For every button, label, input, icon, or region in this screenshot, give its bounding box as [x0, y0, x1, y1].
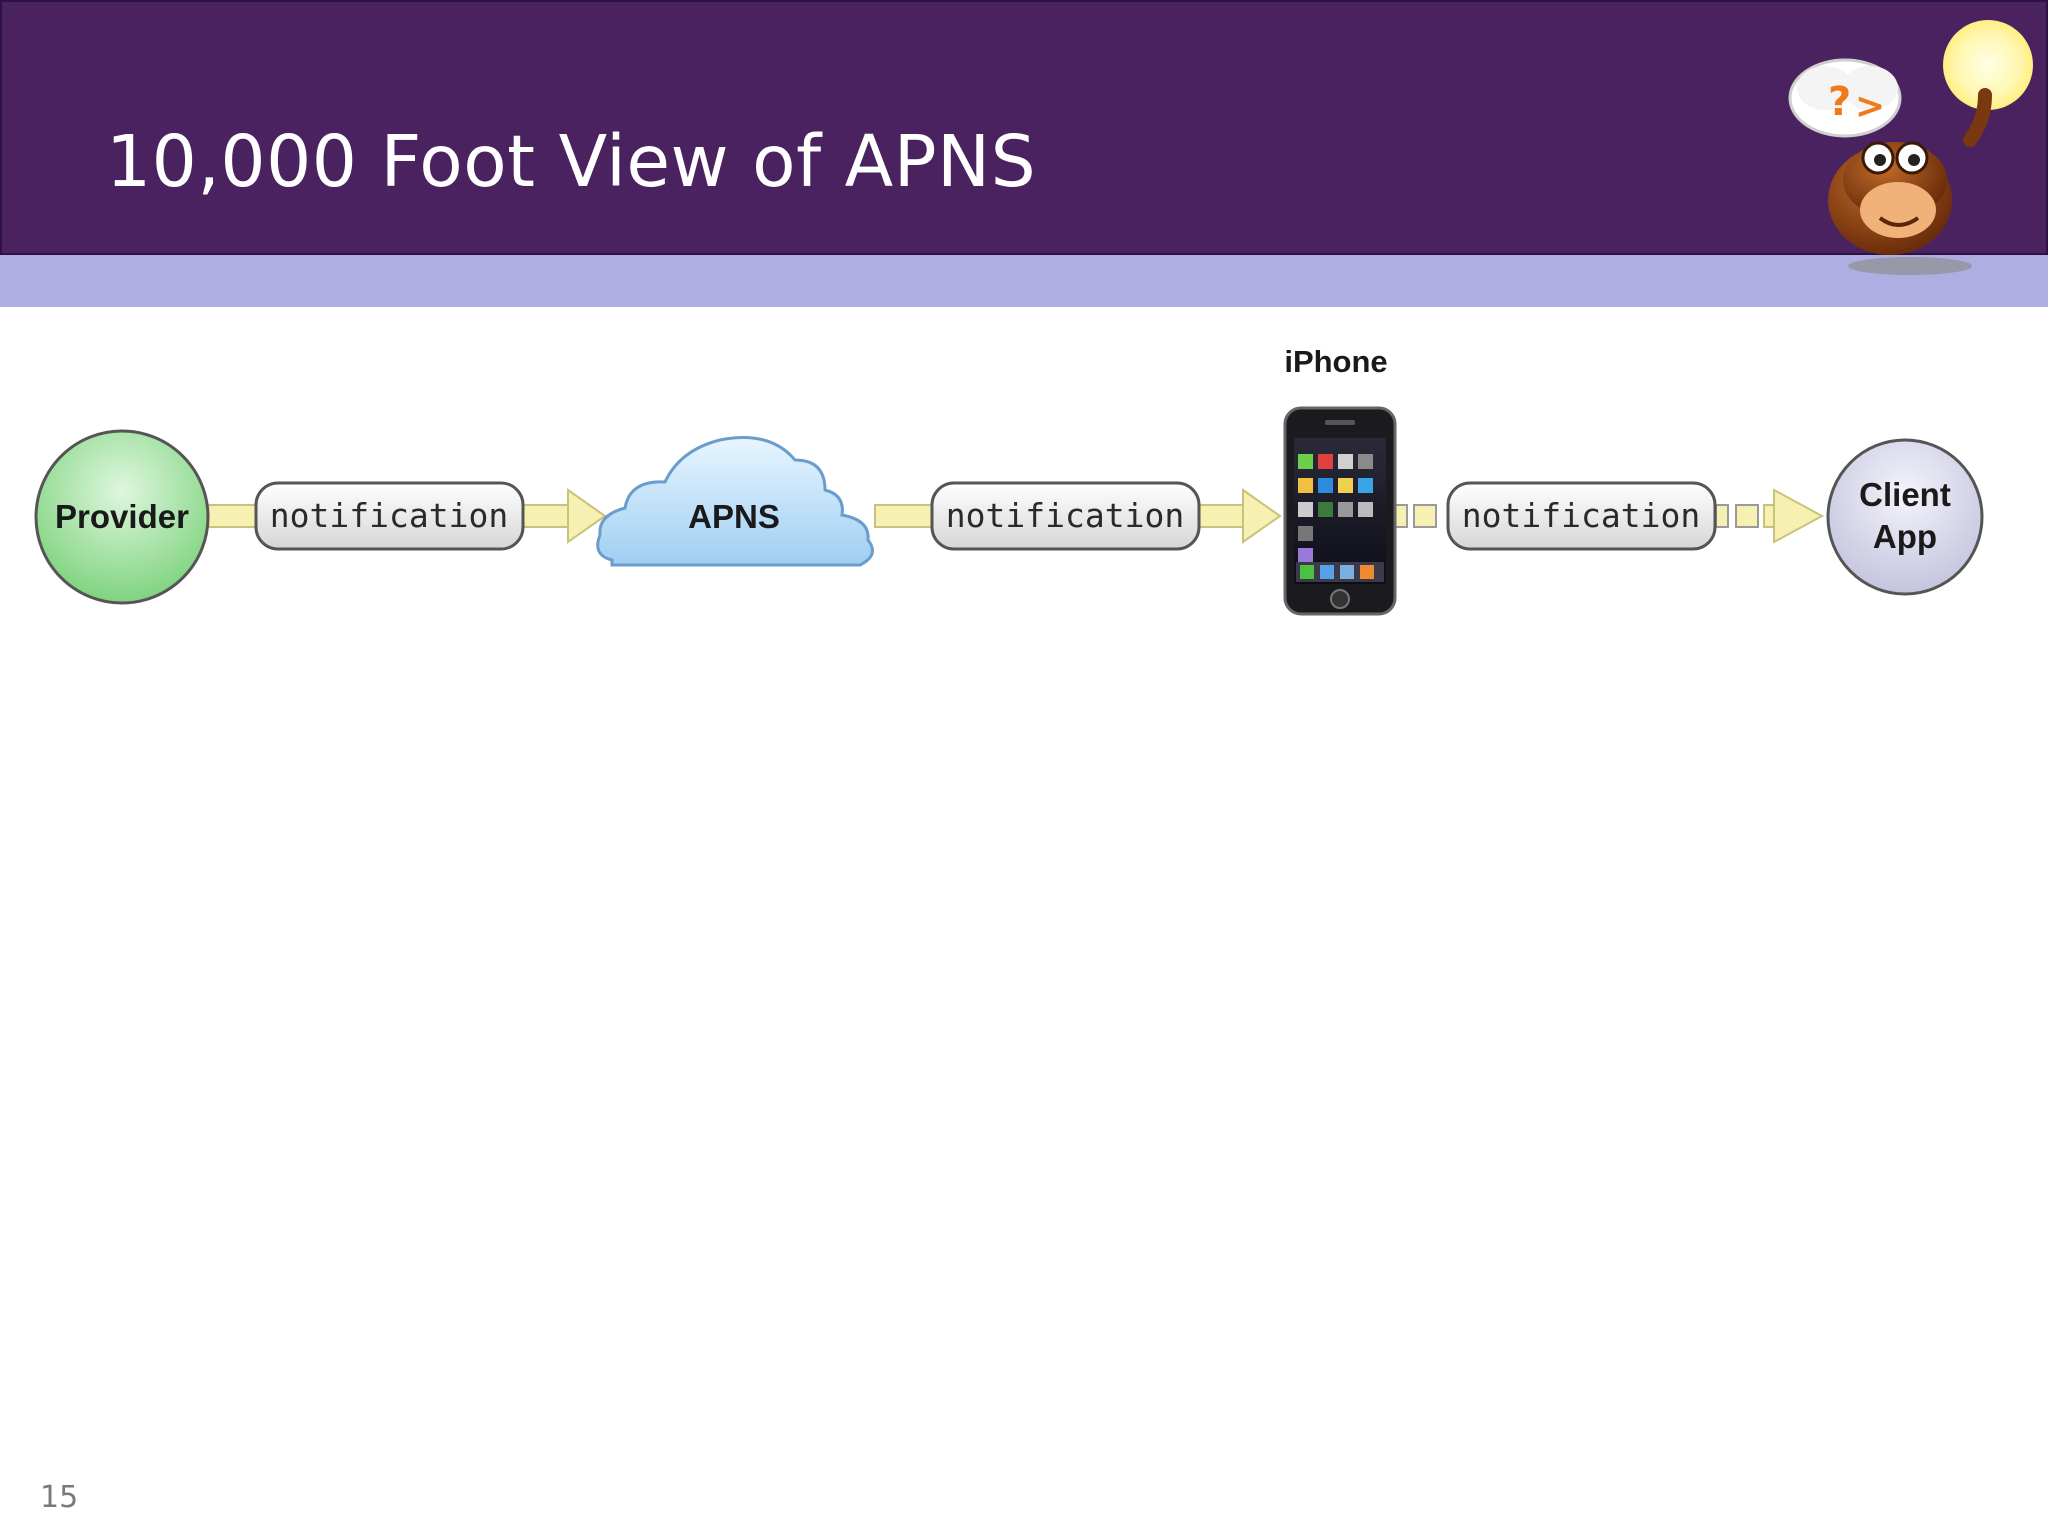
- notification-label-2: notification: [946, 496, 1184, 535]
- notification-label-3: notification: [1462, 496, 1700, 535]
- client-app-label-line1: Client: [1859, 476, 1951, 513]
- connector-apns-notification: [874, 504, 936, 528]
- iphone-node: iPhone: [1283, 344, 1397, 616]
- arrow-to-apns: [519, 488, 607, 544]
- iphone-icon: [1283, 406, 1397, 616]
- header-accent-band: [0, 255, 2048, 307]
- cloud-icon: [596, 436, 874, 567]
- notification-label-1: notification: [270, 496, 508, 535]
- arrow-to-iphone: [1194, 488, 1282, 544]
- notification-pill-1: notification: [254, 481, 525, 551]
- apns-cloud-node: APNS: [596, 436, 874, 567]
- client-app-label-line2: App: [1873, 518, 1937, 555]
- svg-text:?: ?: [1828, 79, 1851, 125]
- slide-header: 10,000 Foot View of APNS: [0, 0, 2048, 255]
- notification-pill-2: notification: [930, 481, 1201, 551]
- arrow-to-client-app: [1715, 488, 1825, 544]
- connector-provider-notification: [207, 504, 257, 528]
- svg-text:>: >: [1855, 86, 1885, 127]
- apns-flow-diagram: Provider notification APNS notification …: [34, 344, 1984, 616]
- iphone-label: iPhone: [1284, 344, 1387, 379]
- notification-pill-3: notification: [1446, 481, 1717, 551]
- slide-title: 10,000 Foot View of APNS: [106, 120, 1037, 203]
- client-app-node: Client App: [1826, 438, 1984, 596]
- provider-label: Provider: [55, 498, 189, 535]
- provider-node: Provider: [34, 429, 210, 605]
- apns-label: APNS: [688, 498, 780, 535]
- dotted-connector-iphone: [1394, 504, 1437, 528]
- monkey-mascot-icon: ? >: [1788, 20, 2033, 275]
- slide-number: 15: [40, 1480, 79, 1515]
